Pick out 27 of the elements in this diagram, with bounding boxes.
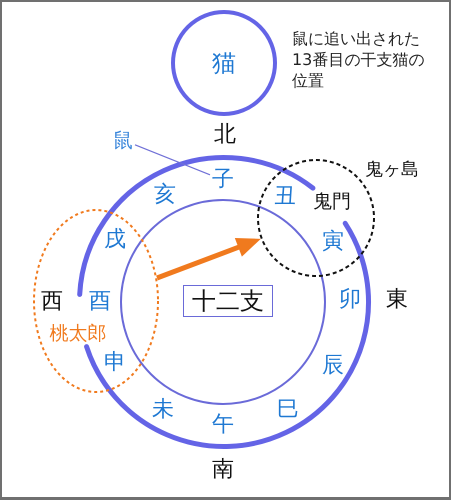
zodiac-label: 巳 <box>277 399 299 421</box>
label-box: 十二支 <box>183 285 273 317</box>
compass-label: 西 <box>41 291 63 313</box>
compass-label: 東 <box>386 289 408 311</box>
zodiac-label: 未 <box>152 399 174 421</box>
dashed-ellipse <box>33 209 159 393</box>
node-label: 猫 <box>212 51 236 75</box>
zodiac-label: 丑 <box>274 186 296 208</box>
arrow <box>156 238 261 280</box>
zodiac-label: 卯 <box>339 289 361 311</box>
leader-line <box>134 144 210 176</box>
circle <box>171 10 277 116</box>
zodiac-label: 午 <box>212 414 234 436</box>
node-label: 桃太郎 <box>50 324 106 344</box>
zodiac-label: 亥 <box>154 184 176 206</box>
note-text: 鼠に追い出された13番目の干支猫の位置 <box>292 29 426 92</box>
zodiac-label: 戌 <box>104 229 126 251</box>
zodiac-label: 子 <box>212 169 234 191</box>
compass-label: 南 <box>212 459 234 481</box>
zodiac-label: 辰 <box>322 355 344 377</box>
callout-text: 鼠 <box>113 130 133 150</box>
heading-text: 鬼ヶ島 <box>365 161 419 179</box>
zodiac-label: 寅 <box>322 231 344 253</box>
zodiac-label: 酉 <box>89 291 111 313</box>
zodiac-label: 申 <box>104 352 126 374</box>
compass-label: 北 <box>214 124 236 146</box>
node-label: 鬼門 <box>313 192 351 212</box>
